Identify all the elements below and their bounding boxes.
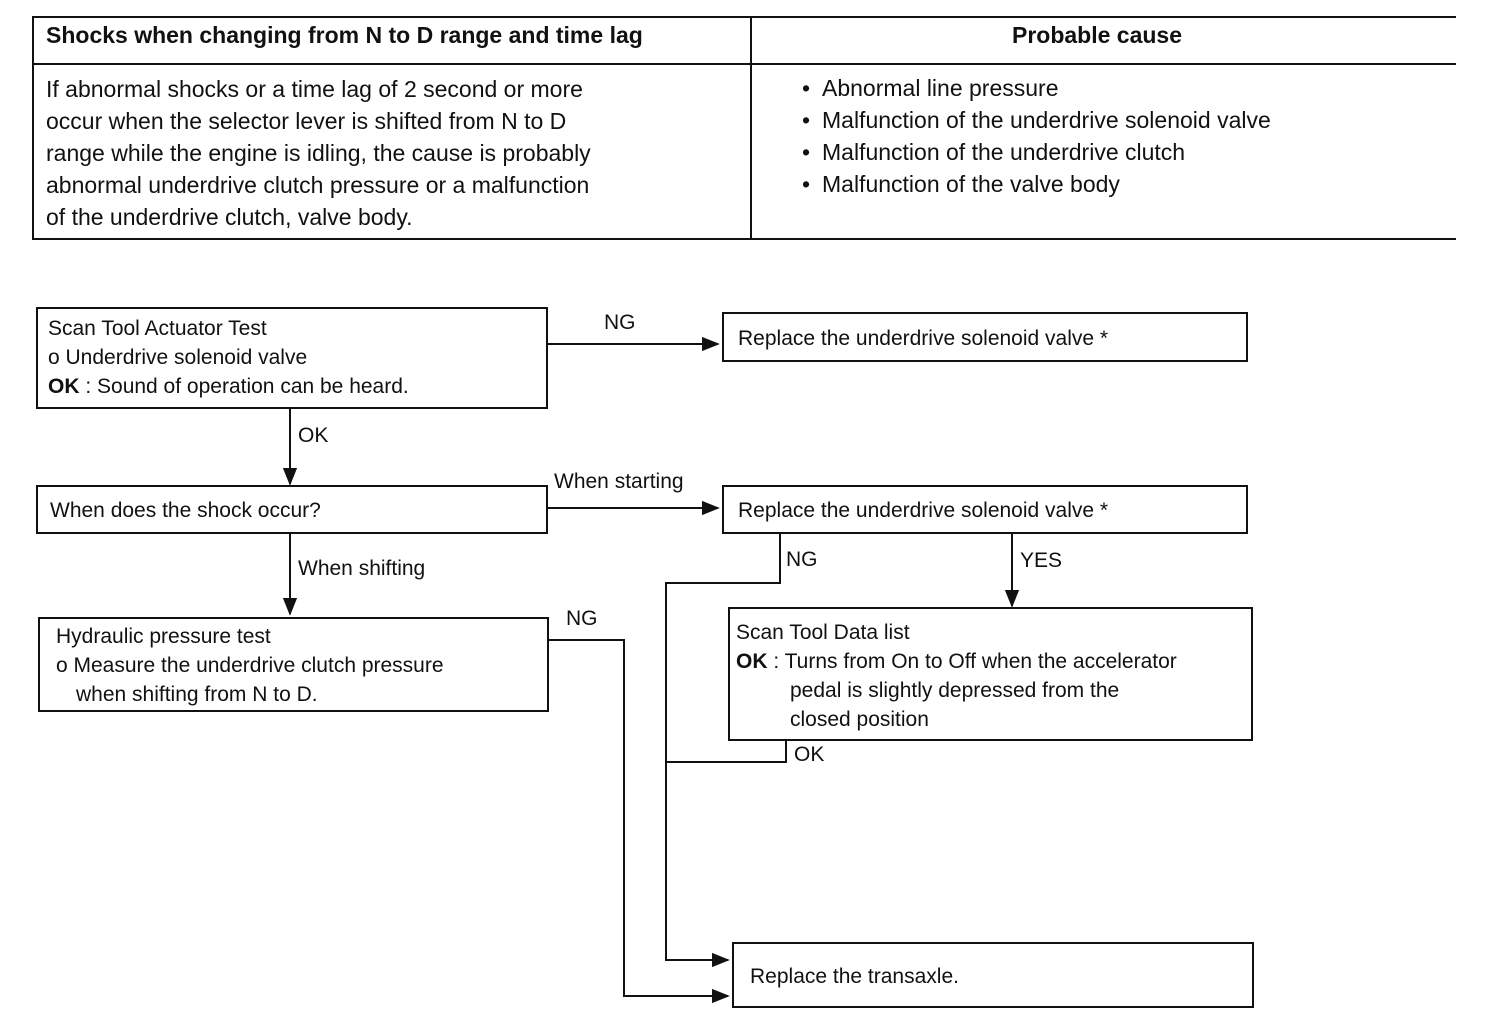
- description-line: range while the engine is idling, the ca…: [46, 140, 591, 166]
- table-left-border: [32, 16, 34, 240]
- scan-tool-actuator-test-box: Scan Tool Actuator Test o Underdrive sol…: [36, 307, 548, 409]
- data-list-title: Scan Tool Data list: [736, 621, 910, 644]
- probable-cause-list: •Abnormal line pressure •Malfunction of …: [792, 72, 1271, 200]
- cause-table: Shocks when changing from N to D range a…: [32, 16, 1456, 240]
- description-line: abnormal underdrive clutch pressure or a…: [46, 172, 590, 198]
- bullet-icon: •: [801, 171, 811, 197]
- bullet-icon: •: [801, 107, 811, 133]
- data-list-line-3: closed position: [790, 708, 929, 731]
- ok-label-data-list: OK: [794, 743, 825, 766]
- scan-test-item: o Underdrive solenoid valve: [48, 346, 308, 369]
- description-line: occur when the selector lever is shifted…: [46, 108, 567, 134]
- when-shifting-label: When shifting: [298, 557, 426, 580]
- bullet-icon: •: [801, 139, 811, 165]
- ok-label-down: OK: [298, 424, 329, 447]
- scan-tool-data-list-box: Scan Tool Data list OK : Turns from On t…: [728, 607, 1253, 741]
- replace-transaxle-box: Replace the transaxle.: [732, 942, 1254, 1008]
- ng-label-solenoid: NG: [786, 548, 818, 571]
- hydraulic-line-1: o Measure the underdrive clutch pressure: [56, 654, 444, 677]
- ok-data-path: [666, 740, 787, 763]
- description-line: If abnormal shocks or a time lag of 2 se…: [46, 76, 583, 102]
- table-bottom-border: [32, 238, 1456, 240]
- replace-solenoid-box-2: Replace the underdrive solenoid valve *: [722, 485, 1248, 534]
- data-list-ok-criteria: OK : Turns from On to Off when the accel…: [736, 650, 1177, 673]
- replace-solenoid-text-2: Replace the underdrive solenoid valve *: [738, 499, 1109, 522]
- cause-item: •Abnormal line pressure: [792, 72, 1271, 104]
- when-shock-text: When does the shock occur?: [50, 499, 321, 522]
- table-column-divider: [750, 16, 752, 240]
- data-list-line-2: pedal is slightly depressed from the: [790, 679, 1120, 702]
- when-starting-label: When starting: [554, 470, 684, 493]
- yes-label: YES: [1020, 549, 1063, 572]
- description-line: of the underdrive clutch, valve body.: [46, 204, 413, 230]
- ng-label-hydraulic: NG: [566, 607, 598, 630]
- replace-transaxle-text: Replace the transaxle.: [750, 965, 959, 988]
- replace-solenoid-text-1: Replace the underdrive solenoid valve *: [738, 327, 1109, 350]
- ng-solenoid-path: [665, 533, 781, 968]
- scan-test-title: Scan Tool Actuator Test: [48, 317, 267, 340]
- bullet-icon: •: [801, 75, 811, 101]
- ng-label-top: NG: [604, 311, 636, 334]
- hydraulic-title: Hydraulic pressure test: [56, 625, 271, 648]
- scan-test-ok-criteria: OK : Sound of operation can be heard.: [48, 375, 409, 398]
- replace-solenoid-box-1: Replace the underdrive solenoid valve *: [722, 312, 1248, 362]
- ng-hydraulic-path: [548, 639, 730, 1004]
- table-top-border: [32, 16, 1456, 18]
- hydraulic-line-2: when shifting from N to D.: [76, 683, 318, 706]
- cause-item: •Malfunction of the underdrive solenoid …: [792, 104, 1271, 136]
- symptom-header: Shocks when changing from N to D range a…: [46, 22, 643, 48]
- cause-item: •Malfunction of the underdrive clutch: [792, 136, 1271, 168]
- symptom-description: If abnormal shocks or a time lag of 2 se…: [46, 73, 591, 233]
- cause-item: •Malfunction of the valve body: [792, 168, 1271, 200]
- probable-cause-header: Probable cause: [1012, 22, 1183, 48]
- when-shock-box: When does the shock occur?: [36, 485, 548, 534]
- table-header-divider: [32, 63, 1456, 65]
- hydraulic-pressure-test-box: Hydraulic pressure test o Measure the un…: [38, 617, 549, 712]
